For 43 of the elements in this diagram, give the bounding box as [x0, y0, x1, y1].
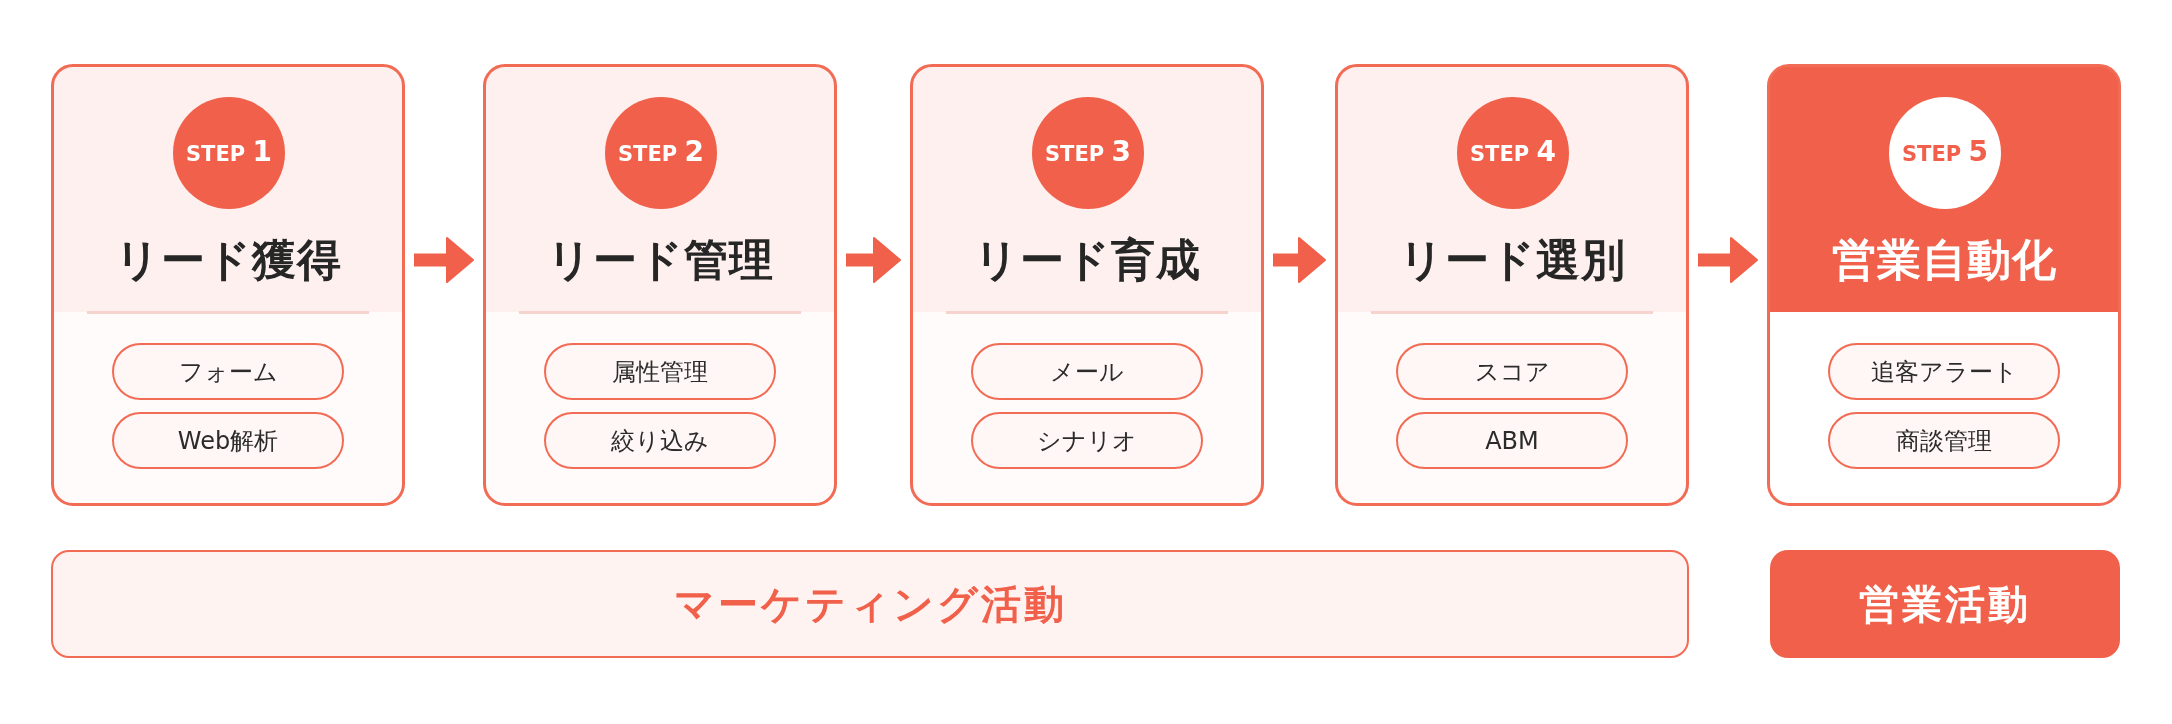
step-title: リード選別	[1398, 233, 1626, 287]
step-title: 営業自動化	[1831, 233, 2057, 287]
tag-text: フォーム	[178, 356, 278, 387]
tag-text: 商談管理	[1896, 425, 1992, 456]
step-title: リード獲得	[114, 233, 342, 287]
phase-label: 営業活動	[1859, 580, 2031, 629]
step-title: リード育成	[973, 233, 1201, 287]
tag-text: Web解析	[177, 425, 279, 456]
step-card	[1335, 64, 1689, 506]
phase-band	[1770, 550, 2120, 658]
step-card	[483, 64, 837, 506]
feature-tag	[1828, 343, 2060, 400]
feature-tag	[1396, 343, 1628, 400]
step-label: STEP 3	[1045, 137, 1131, 169]
tag-text: 絞り込み	[611, 425, 709, 456]
tag-text: ABM	[1485, 425, 1539, 456]
phase-band	[51, 550, 1689, 658]
feature-tag	[544, 343, 776, 400]
feature-tag	[971, 343, 1203, 400]
feature-tag	[112, 412, 344, 469]
arrow	[846, 237, 901, 283]
feature-tag	[544, 412, 776, 469]
feature-tag	[1828, 412, 2060, 469]
step-card	[1767, 64, 2121, 506]
tag-text: メール	[1050, 356, 1124, 387]
feature-tag	[1396, 412, 1628, 469]
arrow	[1698, 237, 1758, 283]
step-label: STEP 5	[1902, 137, 1988, 169]
step-card	[910, 64, 1264, 506]
step-label: STEP 4	[1470, 137, 1556, 169]
tag-text: 追客アラート	[1870, 356, 2018, 387]
step-label: STEP 1	[186, 137, 272, 169]
feature-tag	[971, 412, 1203, 469]
tag-text: 属性管理	[612, 356, 708, 387]
phase-label: マーケティング活動	[673, 580, 1067, 629]
step-label: STEP 2	[618, 137, 704, 169]
tag-text: スコア	[1474, 356, 1550, 387]
arrow	[1273, 237, 1326, 283]
tag-text: シナリオ	[1037, 425, 1137, 456]
step-title: リード管理	[546, 233, 774, 287]
step-card	[51, 64, 405, 506]
feature-tag	[112, 343, 344, 400]
arrow	[414, 237, 474, 283]
